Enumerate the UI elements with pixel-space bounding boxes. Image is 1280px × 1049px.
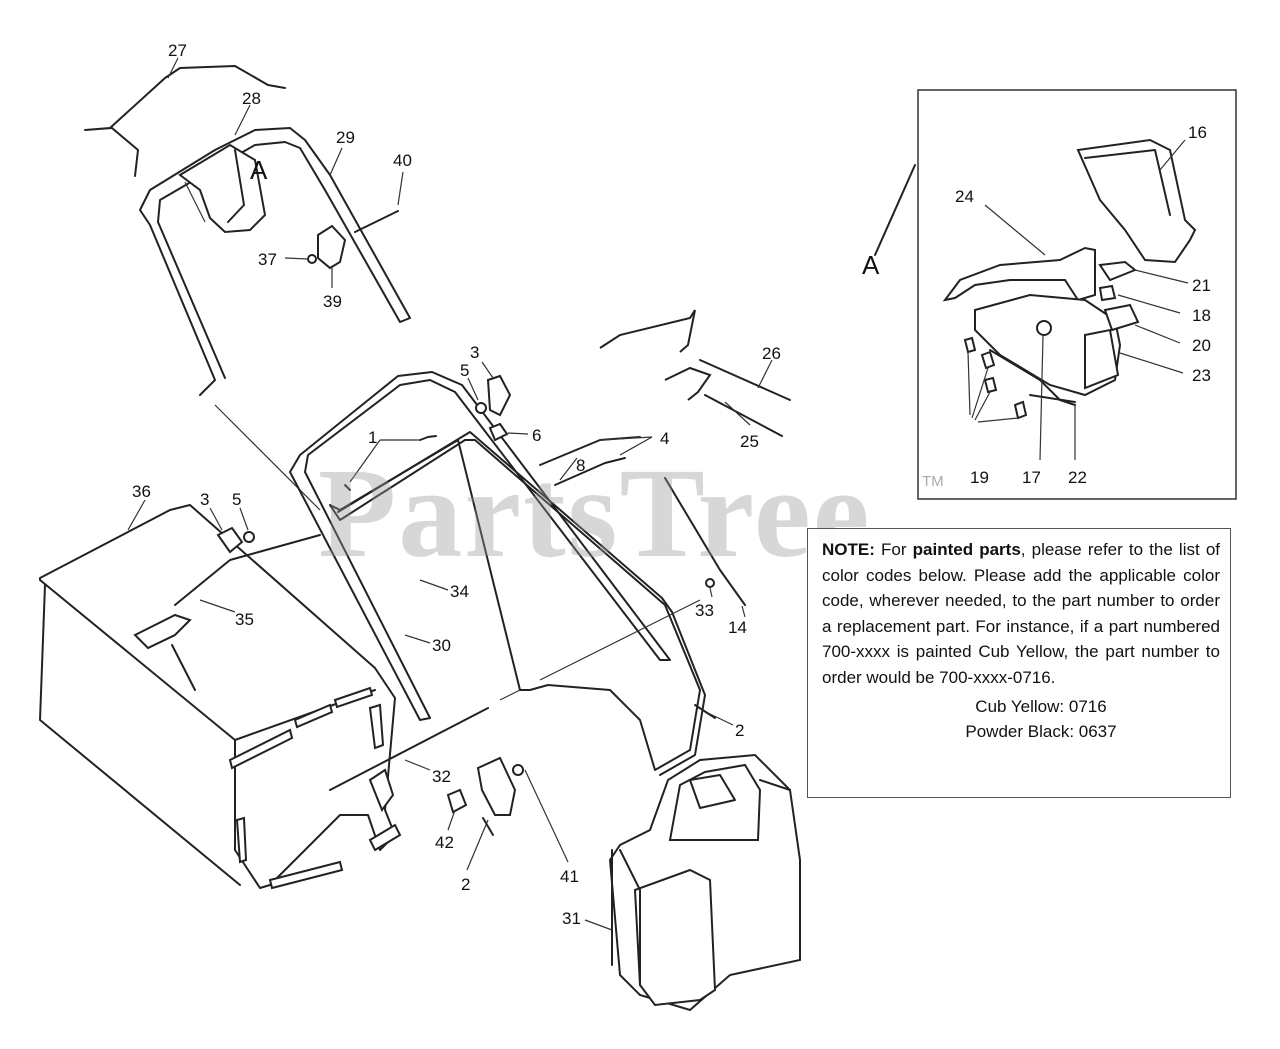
callout-23: 23	[1192, 366, 1211, 385]
callout-3-lower: 3	[200, 490, 209, 509]
callout-35: 35	[235, 610, 254, 629]
callout-25: 25	[740, 432, 759, 451]
note-label: NOTE:	[822, 540, 875, 559]
callout-30: 30	[432, 636, 451, 655]
callout-40: 40	[393, 151, 412, 170]
callout-32: 32	[432, 767, 451, 786]
color-code-list: Cub Yellow: 0716 Powder Black: 0637	[822, 694, 1220, 744]
note-emphasis: painted parts	[912, 540, 1021, 559]
callout-21: 21	[1192, 276, 1211, 295]
callout-37: 37	[258, 250, 277, 269]
callout-8: 8	[576, 456, 585, 475]
detail-a-inset	[874, 89, 1237, 500]
color-code-powder-black: Powder Black: 0637	[965, 722, 1117, 741]
callout-42: 42	[435, 833, 454, 852]
callout-31: 31	[562, 909, 581, 928]
partstree-watermark: PartsTree	[318, 442, 872, 584]
callout-14: 14	[728, 618, 747, 637]
callout-27: 27	[168, 41, 187, 60]
callout-19: 19	[970, 468, 989, 487]
callout-39: 39	[323, 292, 342, 311]
callout-17: 17	[1022, 468, 1041, 487]
callout-29: 29	[336, 128, 355, 147]
leader-lines	[127, 57, 1189, 931]
grass-bag	[608, 753, 801, 1012]
callout-2-right: 2	[735, 721, 744, 740]
callout-1: 1	[368, 428, 377, 447]
callout-24: 24	[955, 187, 974, 206]
callout-22: 22	[1068, 468, 1087, 487]
hinge-hardware	[446, 704, 716, 836]
callout-labels: 27 28 29 40 A 37 39 3 5 6 1 4 8 26 25 36…	[132, 41, 1211, 928]
callout-16: 16	[1188, 123, 1207, 142]
trademark-mark: TM	[922, 473, 944, 490]
callout-5-lower: 5	[232, 490, 241, 509]
upper-handle-assembly	[84, 65, 411, 511]
callout-3-upper: 3	[470, 343, 479, 362]
callout-6: 6	[532, 426, 541, 445]
callout-4: 4	[660, 429, 669, 448]
callout-a-handle: A	[250, 155, 268, 185]
callout-33: 33	[695, 601, 714, 620]
note-text: NOTE: For painted parts, please refer to…	[822, 537, 1220, 690]
callout-36: 36	[132, 482, 151, 501]
callout-20: 20	[1192, 336, 1211, 355]
note-intro: For	[881, 540, 907, 559]
callout-2-lower: 2	[461, 875, 470, 894]
grass-catcher-frame	[39, 504, 402, 890]
callout-28: 28	[242, 89, 261, 108]
painted-parts-note: NOTE: For painted parts, please refer to…	[807, 528, 1231, 798]
callout-26: 26	[762, 344, 781, 363]
color-code-cub-yellow: Cub Yellow: 0716	[975, 697, 1107, 716]
callout-5-upper: 5	[460, 361, 469, 380]
callout-a-inset: A	[862, 250, 880, 280]
note-body: , please refer to the list of color code…	[822, 540, 1220, 687]
callout-18: 18	[1192, 306, 1211, 325]
callout-34: 34	[450, 582, 469, 601]
callout-41: 41	[560, 867, 579, 886]
